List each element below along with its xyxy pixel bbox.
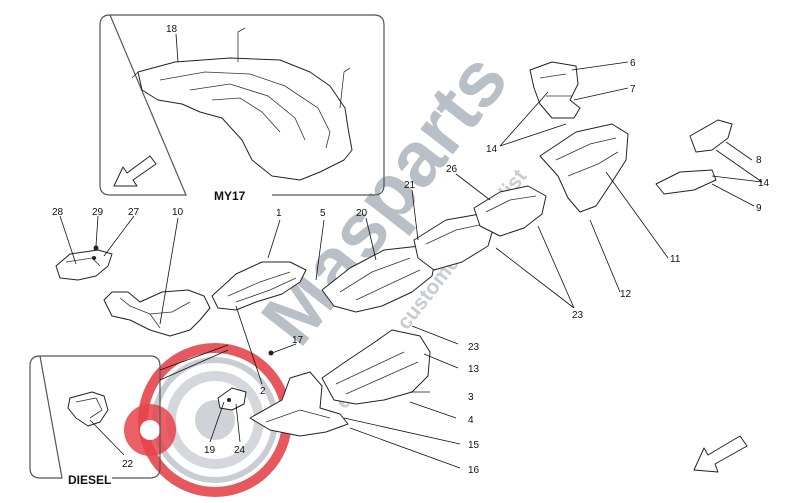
part-18-shield: [131, 27, 353, 181]
part-10-shield: [103, 289, 211, 337]
direction-arrow-inset: [113, 155, 157, 187]
callout-19: 19: [204, 445, 216, 456]
my17-label: MY17: [214, 189, 246, 203]
diesel-label: DIESEL: [68, 473, 111, 487]
part-17-bolt: [268, 350, 274, 356]
part-16-shield: [249, 371, 349, 437]
part-3-shield: [321, 329, 431, 405]
callout-8: 8: [756, 155, 762, 166]
callout-22: 22: [122, 459, 134, 470]
callout-29: 29: [92, 207, 104, 218]
callout-7: 7: [630, 84, 636, 95]
part-11-shield: [539, 123, 629, 213]
callout-11: 11: [670, 254, 681, 265]
part-1-shield: [211, 261, 307, 311]
part-28-27-bracket: [55, 249, 113, 281]
callout-14-left: 14: [486, 144, 498, 155]
callout-18: 18: [166, 24, 178, 35]
callout-23-upper: 23: [468, 342, 480, 353]
callout-24: 24: [234, 445, 246, 456]
callout-10: 10: [172, 207, 184, 218]
callout-26: 26: [446, 164, 458, 175]
diesel-inset: DIESEL: [29, 344, 229, 487]
callout-3: 3: [468, 392, 474, 403]
part-26-shield: [473, 185, 547, 237]
my17-inset: MY17: [99, 14, 385, 203]
callout-9: 9: [756, 203, 762, 214]
callout-1: 1: [276, 208, 282, 219]
callout-4: 4: [468, 415, 474, 426]
direction-arrow-main: [693, 435, 748, 473]
callout-16: 16: [468, 465, 480, 476]
callout-13: 13: [468, 364, 480, 375]
callout-2: 2: [260, 386, 266, 397]
callout-5: 5: [320, 208, 326, 219]
callout-15: 15: [468, 440, 480, 451]
callout-6: 6: [630, 58, 636, 69]
part-29-bolt: [93, 245, 99, 251]
callout-27: 27: [128, 207, 140, 218]
callout-20: 20: [356, 208, 368, 219]
callout-14-right: 14: [758, 178, 770, 189]
part-22: [67, 391, 109, 427]
leader-lines: [59, 61, 763, 469]
part-6-7-bracket: [529, 61, 581, 119]
part-20-shield: [321, 245, 437, 313]
part-8-9-bracket: [655, 119, 733, 195]
callout-28: 28: [52, 207, 64, 218]
callout-17: 17: [292, 335, 304, 346]
callout-12: 12: [620, 289, 632, 300]
callout-23-lower: 23: [572, 310, 584, 321]
callout-numbers: 1 2 3 4 5 6 7 8 9 10 11 12 13 14 14 15 1…: [52, 24, 770, 476]
callout-21: 21: [404, 180, 416, 191]
part-19-24-bracket: [217, 387, 247, 411]
part-21-shield: [413, 213, 495, 271]
